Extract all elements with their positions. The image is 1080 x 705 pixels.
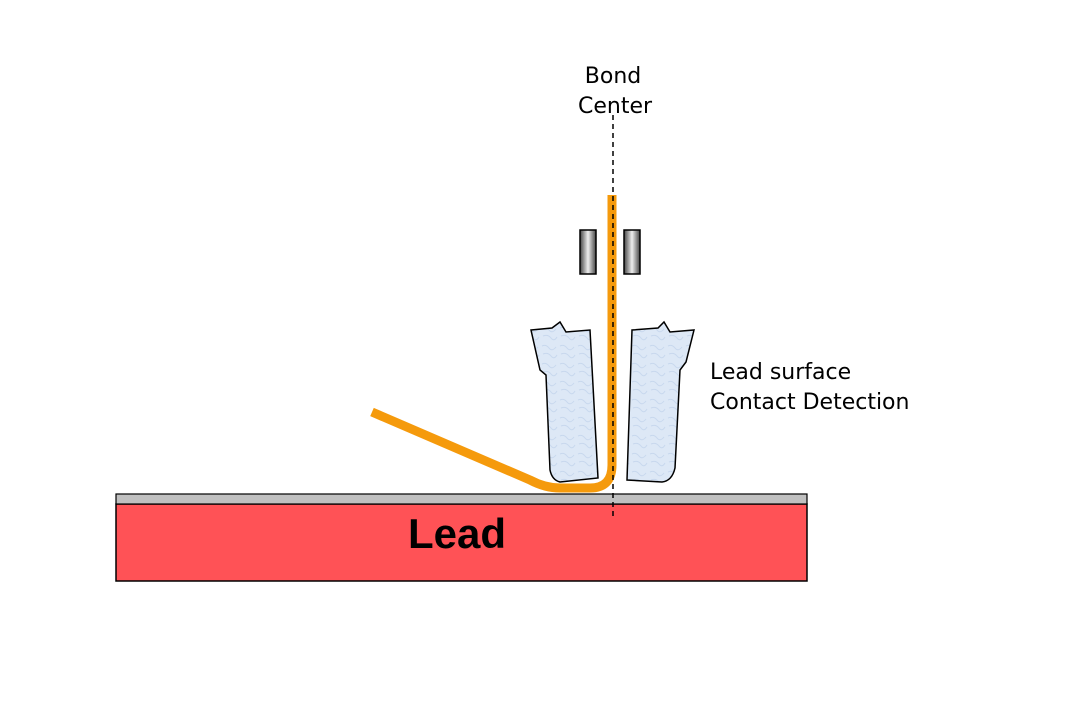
bond-center-line1: Bond: [584, 64, 642, 89]
lead-block: [115, 503, 808, 582]
bond-center-label: Bond Center: [578, 62, 653, 122]
capillary-right: [626, 320, 695, 483]
clamp-left: [579, 229, 597, 275]
contact-detection-line1: Lead surface: [710, 360, 852, 385]
contact-detection-label: Lead surface Contact Detection: [710, 358, 909, 418]
clamp-right: [623, 229, 641, 275]
bond-center-line2: Center: [578, 94, 653, 119]
lead-label: Lead: [408, 510, 507, 557]
contact-detection-line2: Contact Detection: [710, 390, 910, 415]
bond-wire: [370, 195, 617, 493]
lead-surface-strip: [115, 493, 808, 505]
capillary-left: [530, 320, 599, 483]
